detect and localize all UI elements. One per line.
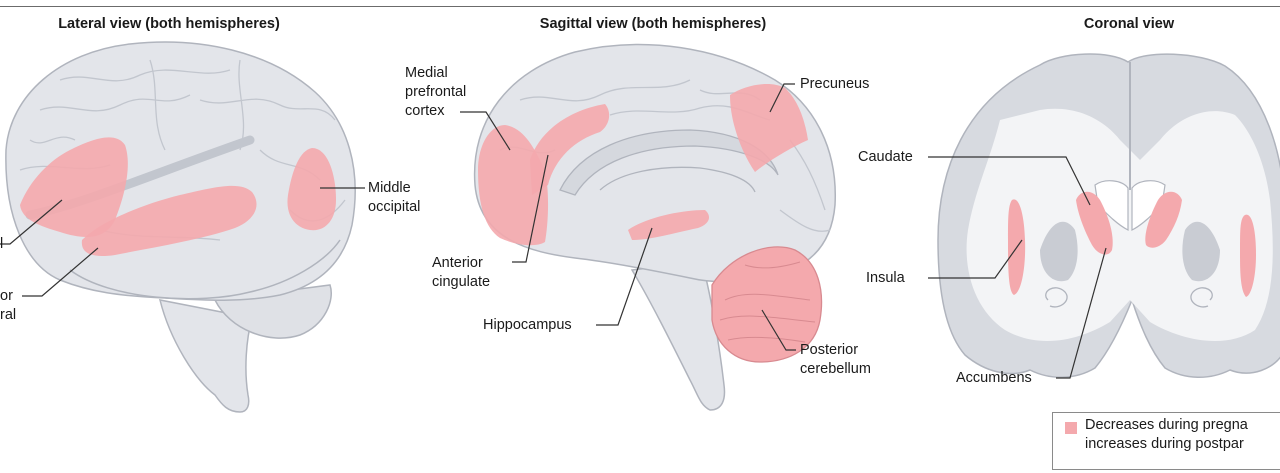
sagittal-brain	[460, 43, 836, 411]
sagittal-view-title: Sagittal view (both hemispheres)	[539, 16, 767, 32]
medial-prefrontal-label: Medial prefrontal cortex	[405, 65, 467, 119]
lateral-brain	[0, 41, 365, 413]
legend-swatch	[1065, 422, 1077, 434]
legend-text: Decreases during pregna increases during…	[1085, 417, 1248, 452]
posterior-cerebellum-label: Posterior cerebellum	[800, 342, 871, 377]
lateral-view-title: Lateral view (both hemispheres)	[58, 16, 280, 32]
insula-label: Insula	[866, 270, 905, 286]
coronal-view-title: Coronal view	[1083, 16, 1175, 32]
lateral-left-label-2: or	[0, 288, 13, 304]
middle-occipital-label: Middle occipital	[368, 180, 421, 215]
legend: Decreases during pregna increases during…	[1052, 412, 1280, 470]
lateral-left-label-3: ral	[0, 307, 17, 323]
precuneus-label: Precuneus	[800, 76, 870, 92]
caudate-label: Caudate	[858, 149, 913, 165]
coronal-brain	[928, 53, 1280, 379]
accumbens-label: Accumbens	[956, 370, 1032, 386]
top-rule	[0, 6, 1280, 7]
anterior-cingulate-label: Anterior cingulate	[432, 255, 491, 290]
lateral-left-label-1: l	[0, 236, 4, 252]
hippocampus-label: Hippocampus	[483, 317, 572, 333]
